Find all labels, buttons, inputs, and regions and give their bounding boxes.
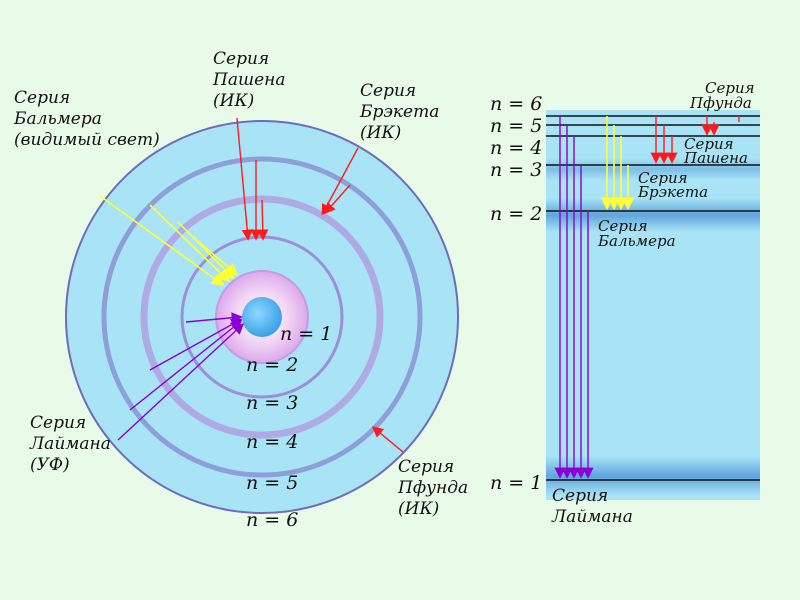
- svg-text:Брэкета: Брэкета: [637, 183, 708, 201]
- balmer-arrows-levels: [600, 116, 635, 211]
- energy-level-diagram: n = 6 n = 5 n = 4 n = 3 n = 2 n = 1 Сери…: [490, 79, 760, 527]
- orbit-label-n4: n = 4: [246, 431, 298, 453]
- svg-text:Лаймана: Лаймана: [29, 434, 111, 454]
- svg-text:(видимый свет): (видимый свет): [14, 130, 160, 150]
- paschen-label-levels: Серия Пашена: [683, 135, 748, 167]
- svg-text:Серия: Серия: [684, 135, 734, 153]
- svg-text:Серия: Серия: [638, 169, 688, 187]
- nucleus: [242, 297, 282, 337]
- svg-text:Пфунда: Пфунда: [689, 94, 752, 112]
- svg-text:Пфунда: Пфунда: [397, 478, 468, 498]
- band-n2: [546, 198, 760, 232]
- lyman-label-levels: Серия Лаймана: [551, 486, 633, 527]
- svg-text:(ИК): (ИК): [213, 91, 254, 111]
- svg-text:(УФ): (УФ): [30, 455, 70, 475]
- orbit-label-n2: n = 2: [246, 354, 298, 376]
- level-label-n6: n = 6: [490, 93, 542, 115]
- brackett-arrows-levels: [701, 116, 720, 136]
- svg-text:Серия: Серия: [213, 49, 269, 69]
- pfund-label-levels: Серия Пфунда: [689, 79, 755, 112]
- svg-text:Пашена: Пашена: [212, 70, 285, 90]
- lyman-label-atom: Серия Лаймана (УФ): [29, 413, 111, 475]
- svg-text:(ИК): (ИК): [360, 123, 401, 143]
- band-n3: [546, 158, 760, 180]
- paschen-arrows-atom: [236, 117, 269, 241]
- svg-text:Серия: Серия: [30, 413, 86, 433]
- svg-text:Серия: Серия: [360, 81, 416, 101]
- svg-text:Бальмера: Бальмера: [13, 109, 102, 129]
- paschen-label-atom: Серия Пашена (ИК): [212, 49, 285, 111]
- svg-text:Пашена: Пашена: [683, 149, 748, 167]
- bohr-atom: n = 1 n = 2 n = 3 n = 4 n = 5 n = 6 Сери…: [13, 49, 468, 531]
- svg-text:(ИК): (ИК): [398, 499, 439, 519]
- level-label-n4: n = 4: [490, 137, 542, 159]
- orbit-label-n1: n = 1: [280, 323, 332, 345]
- orbit-label-n3: n = 3: [246, 392, 298, 414]
- svg-text:Серия: Серия: [598, 217, 648, 235]
- level-label-n1: n = 1: [490, 472, 542, 494]
- level-label-n5: n = 5: [490, 115, 542, 137]
- lyman-arrows-levels: [554, 116, 594, 479]
- pfund-label-atom: Серия Пфунда (ИК): [397, 457, 468, 519]
- level-label-n3: n = 3: [490, 159, 542, 181]
- svg-text:Серия: Серия: [552, 486, 608, 506]
- brackett-label-levels: Серия Брэкета: [637, 169, 708, 201]
- svg-text:Серия: Серия: [398, 457, 454, 477]
- level-label-n2: n = 2: [490, 203, 542, 225]
- lyman-arrows-atom: [117, 312, 245, 441]
- pfund-arrow-atom: [371, 426, 404, 453]
- brackett-arrows-atom: [321, 147, 359, 216]
- balmer-arrows-atom: [99, 195, 239, 286]
- brackett-label-atom: Серия Брэкета (ИК): [359, 81, 439, 143]
- paschen-arrows-levels: [650, 116, 678, 164]
- svg-text:Серия: Серия: [14, 88, 70, 108]
- svg-text:Брэкета: Брэкета: [359, 102, 439, 122]
- balmer-label-levels: Серия Бальмера: [597, 217, 676, 250]
- svg-text:Серия: Серия: [705, 79, 755, 97]
- orbit-label-n5: n = 5: [246, 472, 298, 494]
- balmer-label-atom: Серия Бальмера (видимый свет): [13, 88, 160, 150]
- orbit-label-n6: n = 6: [246, 509, 298, 531]
- svg-text:Лаймана: Лаймана: [551, 507, 633, 527]
- svg-text:Бальмера: Бальмера: [597, 232, 676, 250]
